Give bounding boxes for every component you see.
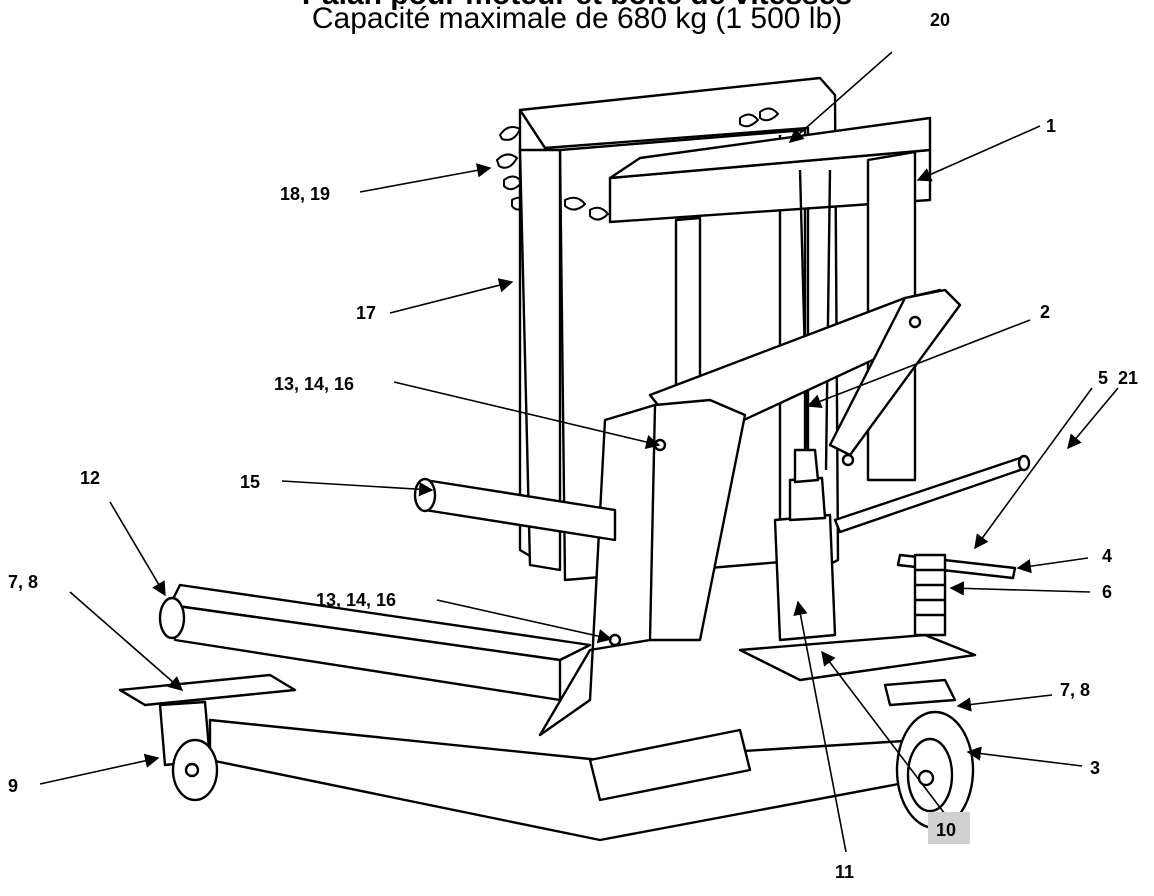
label-1: 1 [1046,116,1056,136]
leader-lines [39,51,1119,853]
diagram-subtitle: Capacité maximale de 680 kg (1 500 lb) [311,2,843,35]
leader-2 [806,319,1031,409]
leader-20 [788,51,893,143]
right-caster [883,678,975,830]
label-18-19: 18, 19 [280,184,330,204]
label-6: 6 [1102,582,1112,602]
label-15: 15 [240,472,260,492]
label-17: 17 [356,303,376,323]
leader-9 [39,753,160,785]
label-5: 5 [1098,368,1108,388]
leader-18-19 [359,163,492,193]
label-4: 4 [1102,546,1112,566]
label-7-8-left: 7, 8 [8,572,38,592]
label-13-14-16-bottom: 13, 14, 16 [316,590,396,610]
label-10: 10 [936,820,956,840]
left-caster [118,673,297,802]
label-10-highlight [928,812,970,844]
label-9: 9 [8,776,18,796]
label-3: 3 [1090,758,1100,778]
leader-17 [389,278,514,314]
label-20: 20 [930,10,950,30]
label-21: 21 [1118,368,1138,388]
leader-13b [436,599,613,644]
bottle-jack [738,448,977,682]
label-12: 12 [80,468,100,488]
leader-6 [949,581,1091,596]
leader-4 [1016,557,1089,574]
rear-post [518,148,562,572]
leader-1 [916,125,1041,182]
leader-21 [1067,387,1119,450]
leader-11 [793,600,847,853]
hoist-drawing [118,76,1031,842]
leader-10 [821,650,949,819]
pump-handle [833,454,1031,534]
leader-12 [109,501,166,597]
diagonal-leg [538,398,747,737]
leader-7-8-right [956,694,1053,712]
leader-5 [974,387,1093,550]
release-screw [896,553,1017,637]
diagram-title: Palan pour moteur et boîte de vitesses [0,0,1154,12]
leader-13a [393,381,661,450]
base-frame [158,583,922,842]
label-2: 2 [1040,302,1050,322]
label-11: 11 [835,862,854,882]
callout-labels: 20 1 18, 19 17 2 13, 14, 16 21 12 15 5 4… [8,10,1138,882]
label-7-8-right: 7, 8 [1060,680,1090,700]
leader-7-8-left [69,591,184,691]
leader-15 [281,480,434,497]
leader-3 [966,746,1083,767]
label-13-14-16-top: 13, 14, 16 [274,374,354,394]
